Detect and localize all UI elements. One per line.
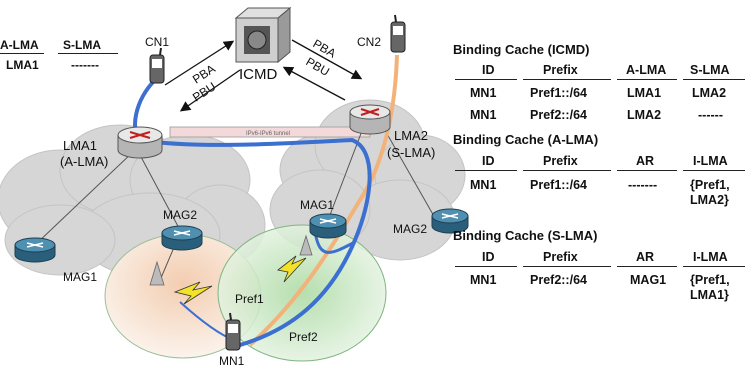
left-table-cell-lma1: LMA1 xyxy=(6,58,39,72)
cloud-right xyxy=(269,99,466,261)
icmd-rule xyxy=(617,79,677,80)
mag2-left-router-icon xyxy=(161,225,203,251)
icmd-header-s-lma: S-LMA xyxy=(690,63,730,77)
pref2-label: Pref2 xyxy=(289,330,318,344)
tunnel-label: IPv6-IPv6 tunnel xyxy=(246,131,290,137)
s-lma-cell: {Pref1, LMA1} xyxy=(690,273,730,302)
icmd-cell: MN1 xyxy=(470,86,497,100)
lma2-router-icon xyxy=(349,104,391,135)
pref1-label: Pref1 xyxy=(235,292,264,306)
a-lma-rule xyxy=(617,170,677,171)
icmd-server-icon xyxy=(234,6,292,64)
icmd-table-title: Binding Cache (ICMD) xyxy=(453,42,590,57)
lightning-icon-right xyxy=(277,255,307,283)
left-table-header-s-lma: S-LMA xyxy=(63,38,101,52)
s-lma-header-prefix: Prefix xyxy=(543,250,578,264)
lma2-role-label: (S-LMA) xyxy=(387,145,436,160)
ap-antenna-left-icon xyxy=(149,260,165,286)
s-lma-header-id: ID xyxy=(482,250,495,264)
s-lma-cell: MN1 xyxy=(470,273,497,287)
cn2-label: CN2 xyxy=(357,35,382,49)
left-table-header-a-lma: A-LMA xyxy=(0,38,39,52)
lma1-router-icon xyxy=(117,126,163,159)
cn2-phone-icon xyxy=(390,14,406,53)
mn1-label: MN1 xyxy=(219,354,245,368)
s-lma-cell: Pref2::/64 xyxy=(530,273,587,287)
s-lma-header-i-lma: I-LMA xyxy=(693,250,728,264)
mag2-right-router-icon xyxy=(431,208,469,234)
a-lma-cell: MN1 xyxy=(470,178,497,192)
s-lma-header-ar: AR xyxy=(636,250,655,264)
icmd-label: ICMD xyxy=(239,66,278,83)
a-lma-rule xyxy=(523,170,611,171)
left-table-rule xyxy=(58,53,118,54)
mag2-right-label: MAG2 xyxy=(393,222,428,236)
left-table-rule xyxy=(0,53,44,54)
lma1-label: LMA1 xyxy=(63,138,97,153)
mag1-left-label: MAG1 xyxy=(63,270,98,284)
a-lma-header-prefix: Prefix xyxy=(543,154,578,168)
icmd-cell: LMA2 xyxy=(692,86,727,100)
s-lma-table-title: Binding Cache (S-LMA) xyxy=(453,228,598,243)
icmd-rule xyxy=(455,79,517,80)
mag1-left-router-icon xyxy=(14,237,56,263)
a-lma-header-ar: AR xyxy=(636,154,655,168)
icmd-rule xyxy=(683,79,745,80)
s-lma-rule xyxy=(683,266,745,267)
a-lma-header-i-lma: I-LMA xyxy=(693,154,728,168)
a-lma-header-id: ID xyxy=(482,154,495,168)
icmd-cell: LMA1 xyxy=(627,86,662,100)
lma1-role-label: (A-LMA) xyxy=(60,154,109,169)
a-lma-cell: {Pref1, LMA2} xyxy=(690,178,730,207)
s-lma-rule xyxy=(523,266,611,267)
icmd-cell: Pref2::/64 xyxy=(530,108,587,122)
ap-antenna-right-icon xyxy=(299,234,313,256)
icmd-cell: Pref1::/64 xyxy=(530,86,587,100)
left-table-cell-dash: ------- xyxy=(71,58,99,72)
s-lma-rule xyxy=(617,266,677,267)
icmd-header-prefix: Prefix xyxy=(543,63,578,77)
s-lma-cell: MAG1 xyxy=(630,273,667,287)
icmd-cell: ------ xyxy=(698,108,723,122)
lma2-label: LMA2 xyxy=(394,128,428,143)
mag2-left-label: MAG2 xyxy=(163,208,198,222)
a-lma-cell: Pref1::/64 xyxy=(530,178,587,192)
cn1-phone-icon xyxy=(149,47,165,84)
mag1-right-router-icon xyxy=(309,213,347,239)
a-lma-rule xyxy=(683,170,745,171)
a-lma-cell: ------- xyxy=(628,178,658,192)
icmd-rule xyxy=(523,79,611,80)
lightning-icon-left xyxy=(173,281,213,305)
a-lma-table-title: Binding Cache (A-LMA) xyxy=(453,132,599,147)
a-lma-rule xyxy=(455,170,517,171)
icmd-cell: MN1 xyxy=(470,108,497,122)
s-lma-rule xyxy=(455,266,517,267)
cn1-label: CN1 xyxy=(145,35,170,49)
icmd-header-a-lma: A-LMA xyxy=(626,63,667,77)
icmd-header-id: ID xyxy=(482,63,495,77)
mn1-phone-icon xyxy=(225,312,241,351)
orange-path xyxy=(248,54,399,347)
icmd-cell: LMA2 xyxy=(627,108,662,122)
mag1-right-label: MAG1 xyxy=(300,198,335,212)
